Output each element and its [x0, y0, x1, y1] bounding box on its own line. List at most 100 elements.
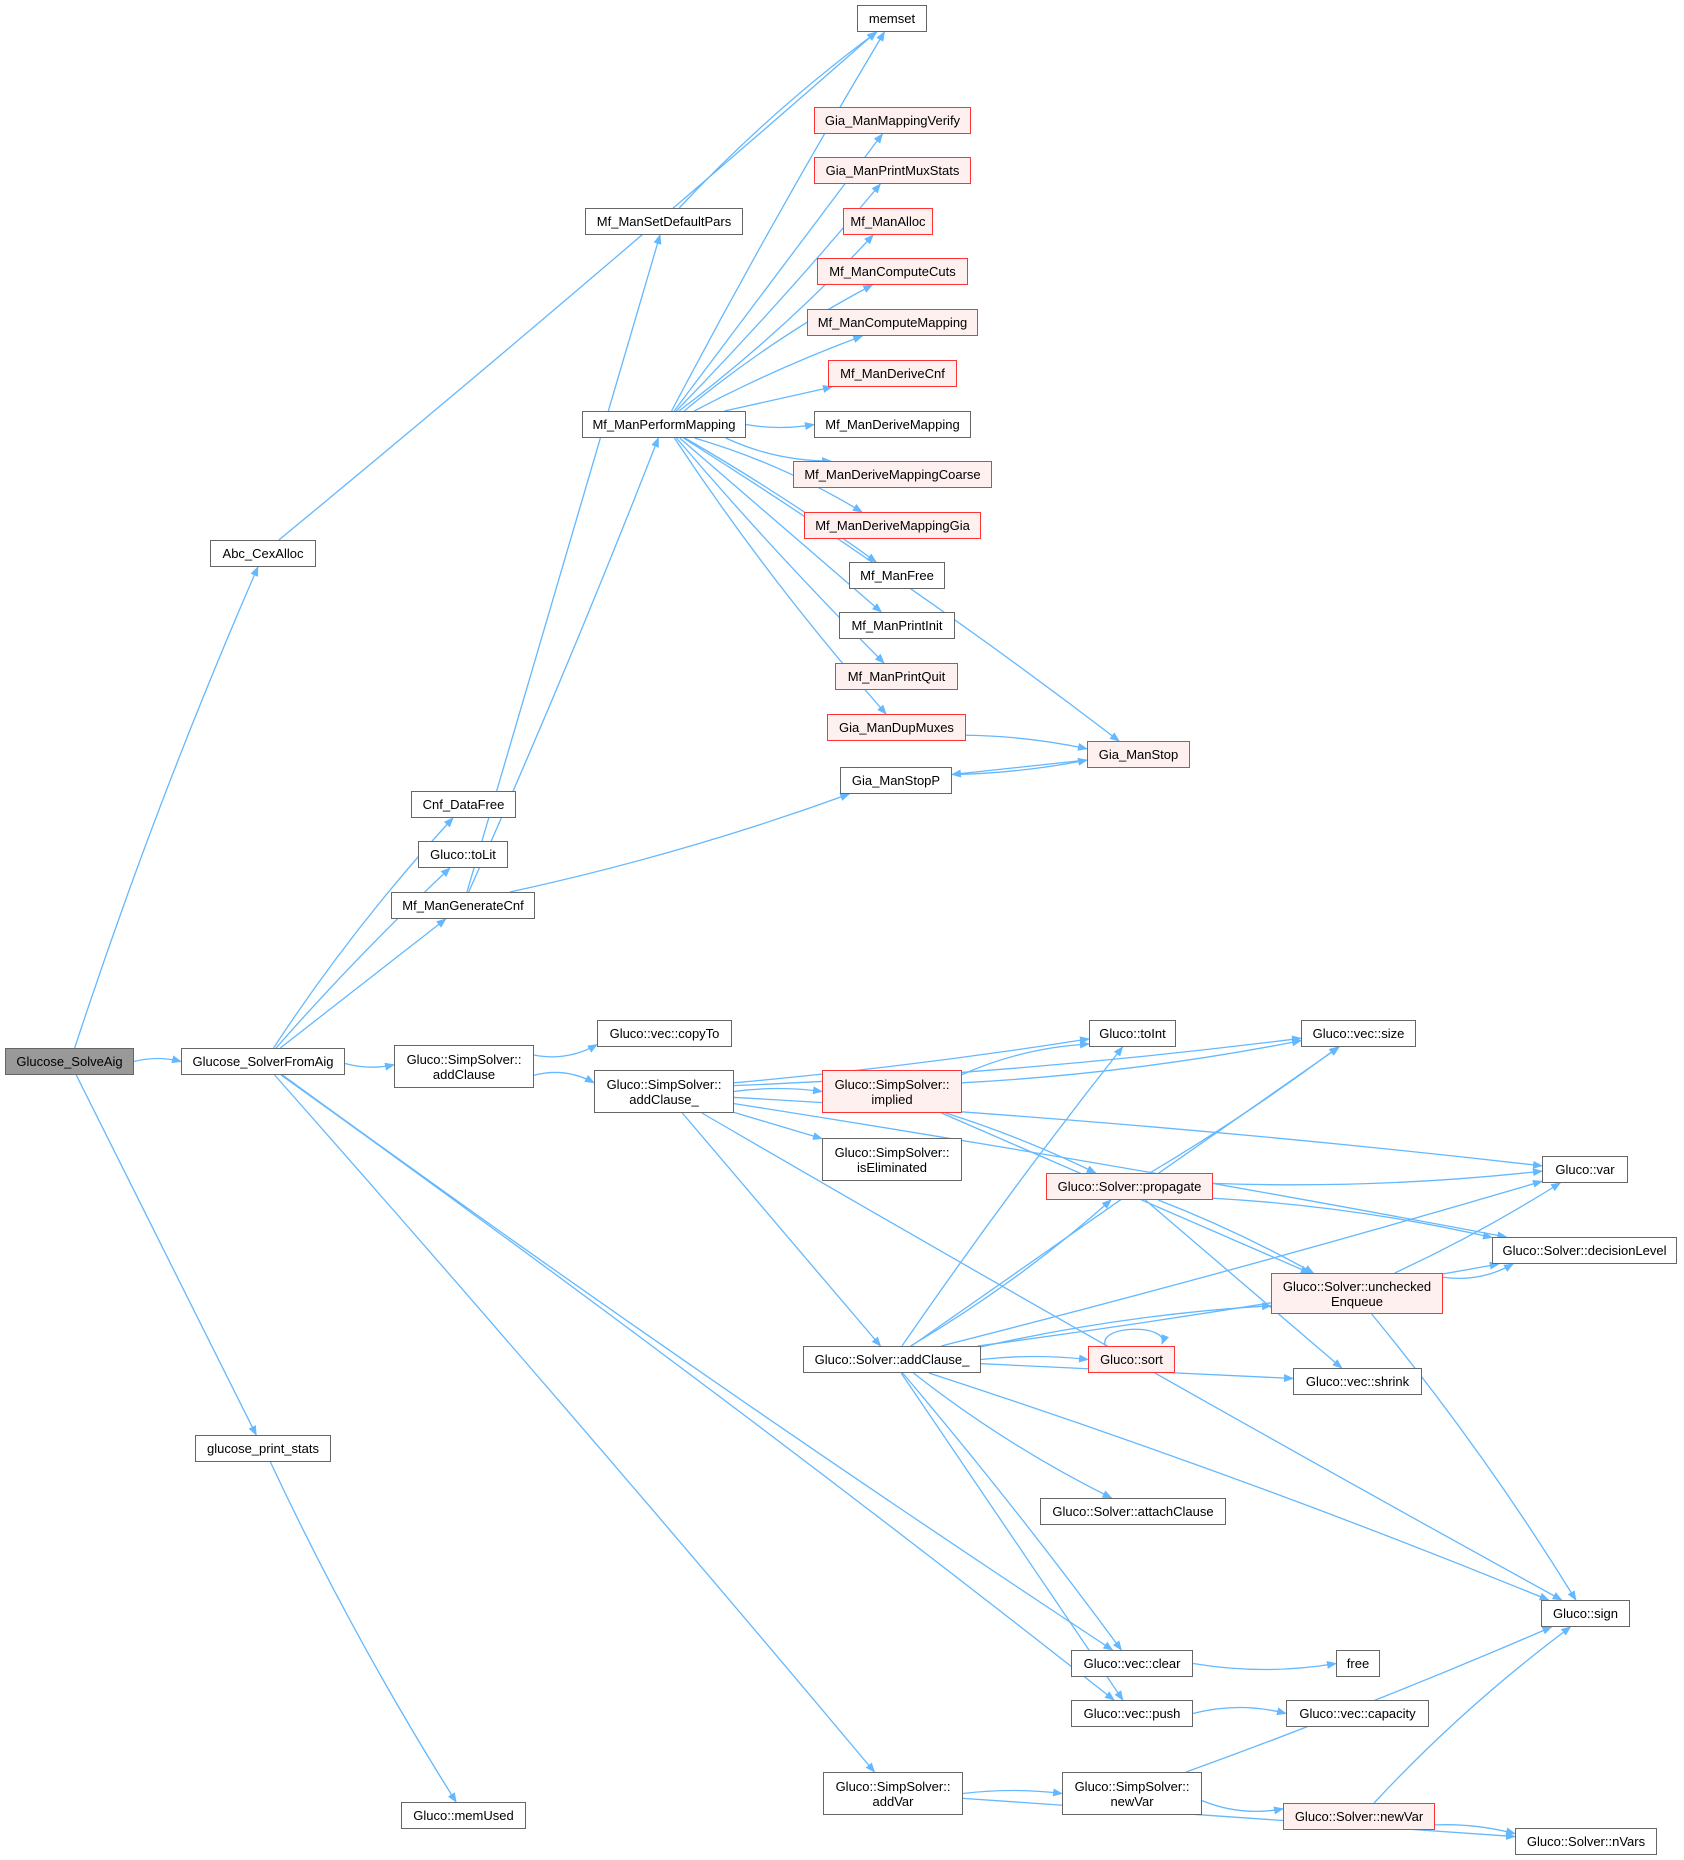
node-solver-uncheckedenqueue[interactable]: Gluco::Solver::unchecked Enqueue: [1271, 1273, 1443, 1314]
node-mf-manprintinit[interactable]: Mf_ManPrintInit: [839, 612, 955, 639]
edge-solverFromAig-to-generateCnf: [279, 918, 447, 1049]
edge-solverFromAig-to-vecPush: [280, 1074, 1115, 1701]
edge-simpAddClause_-to-toInt: [733, 1036, 1090, 1084]
node-gia-manprintmuxstats[interactable]: Gia_ManPrintMuxStats: [814, 157, 971, 184]
edge-simpAddClause-to-copyTo: [533, 1044, 598, 1058]
node-gluco-vec-copyto[interactable]: Gluco::vec::copyTo: [597, 1020, 732, 1047]
node-solver-nvars[interactable]: Gluco::Solver::nVars: [1515, 1828, 1657, 1855]
node-mf-mancomputemapping[interactable]: Mf_ManComputeMapping: [807, 309, 978, 336]
node-simpsolver-iseliminated[interactable]: Gluco::SimpSolver:: isEliminated: [822, 1138, 962, 1181]
edge-propagate-to-decisionLevel: [1212, 1197, 1493, 1240]
edge-solverAddClause_-to-propagate: [910, 1199, 1112, 1347]
edge-solverFromAig-to-vecClear: [282, 1074, 1114, 1651]
edge-solverNewVar-to-sign: [1373, 1626, 1572, 1804]
edge-solveAig-to-cexAlloc: [74, 566, 259, 1049]
node-mf-manalloc[interactable]: Mf_ManAlloc: [843, 208, 933, 235]
edge-simpAddClause_-to-vecSize: [733, 1035, 1302, 1087]
edge-solverFromAig-to-simpAddClause: [344, 1062, 395, 1071]
edge-solverAddClause_-to-vecClear: [902, 1372, 1122, 1651]
edge-performMapping-to-computeMapping: [693, 335, 864, 412]
edge-solverAddClause_-to-sign: [928, 1372, 1550, 1601]
node-gluco-toint[interactable]: Gluco::toInt: [1089, 1020, 1176, 1047]
edge-uncheckedEnqueue-to-var: [1394, 1182, 1562, 1274]
edge-uncheckedEnqueue-to-sign: [1371, 1313, 1577, 1601]
edge-solverAddClause_-to-toInt: [901, 1046, 1124, 1347]
node-gluco-vec-size[interactable]: Gluco::vec::size: [1301, 1020, 1416, 1047]
node-gluco-vec-shrink[interactable]: Gluco::vec::shrink: [1293, 1368, 1422, 1395]
edge-implied-to-propagate: [945, 1112, 1097, 1174]
edge-cexAlloc-to-memset: [278, 31, 877, 541]
node-gia-mandupmuxes[interactable]: Gia_ManDupMuxes: [827, 714, 966, 741]
node-free[interactable]: free: [1336, 1650, 1380, 1677]
edge-solverFromAig-to-addVar: [274, 1074, 876, 1773]
node-mf-manperformmapping[interactable]: Mf_ManPerformMapping: [582, 411, 746, 438]
node-gluco-sign[interactable]: Gluco::sign: [1541, 1600, 1630, 1627]
edge-propagate-to-uncheckedEnqueue: [1157, 1199, 1315, 1274]
edge-performMapping-to-computeCuts: [683, 284, 874, 412]
edge-propagate-to-var: [1212, 1168, 1543, 1186]
edge-solverFromAig-to-toLit: [275, 867, 451, 1049]
edge-propagate-to-vecSize: [1149, 1046, 1340, 1174]
node-solver-propagate[interactable]: Gluco::Solver::propagate: [1046, 1173, 1213, 1200]
node-abc-cexalloc[interactable]: Abc_CexAlloc: [210, 540, 316, 567]
edge-solverAddClause_-to-uncheckedEnqueue: [980, 1302, 1272, 1348]
node-gia-manstop[interactable]: Gia_ManStop: [1087, 741, 1190, 768]
edge-generateCnf-to-performMapping: [468, 437, 659, 893]
node-mf-manderivecnf[interactable]: Mf_ManDeriveCnf: [828, 360, 957, 387]
edge-solverAddClause_-to-attachClause: [913, 1372, 1113, 1499]
node-memset[interactable]: memset: [857, 5, 927, 32]
node-gluco-vec-capacity[interactable]: Gluco::vec::capacity: [1286, 1700, 1429, 1727]
edge-sort-to-sort: [1104, 1328, 1169, 1347]
node-mf-manprintquit[interactable]: Mf_ManPrintQuit: [835, 663, 958, 690]
node-mf-manderivemappingcoarse[interactable]: Mf_ManDeriveMappingCoarse: [793, 461, 992, 488]
node-mf-manderivemappinggia[interactable]: Mf_ManDeriveMappingGia: [804, 512, 981, 539]
edge-manStopP-to-manStop: [951, 757, 1088, 776]
edge-simpAddClause-to-simpAddClause_: [533, 1071, 595, 1084]
node-mf-mansetdefaultpars[interactable]: Mf_ManSetDefaultPars: [585, 208, 743, 235]
node-gluco-memused[interactable]: Gluco::memUsed: [401, 1802, 526, 1829]
edge-performMapping-to-deriveMappingCoarse: [725, 437, 832, 466]
node-glucose-print-stats[interactable]: glucose_print_stats: [195, 1435, 331, 1462]
edge-simpAddClause_-to-decisionLevel: [733, 1102, 1508, 1240]
node-mf-manfree[interactable]: Mf_ManFree: [849, 562, 945, 589]
node-mf-mancomputecuts[interactable]: Mf_ManComputeCuts: [817, 258, 968, 285]
node-gluco-vec-push[interactable]: Gluco::vec::push: [1071, 1700, 1193, 1727]
edge-solverAddClause_-to-sort: [980, 1354, 1089, 1363]
node-solver-addclause-underscore[interactable]: Gluco::Solver::addClause_: [803, 1346, 981, 1373]
edge-dupMuxes-to-manStop: [965, 734, 1088, 751]
node-mf-manderivemapping[interactable]: Mf_ManDeriveMapping: [814, 411, 971, 438]
edge-simpAddClause_-to-isEliminated: [733, 1111, 823, 1140]
edge-manStop-to-manStopP: [951, 759, 1088, 778]
edge-solveAig-to-printStats: [75, 1074, 257, 1436]
edge-simpAddClause_-to-implied: [733, 1086, 823, 1095]
node-glucose-solverfromaig[interactable]: Glucose_SolverFromAig: [181, 1048, 345, 1075]
node-simpsolver-addvar[interactable]: Gluco::SimpSolver:: addVar: [823, 1772, 963, 1815]
node-simpsolver-implied[interactable]: Gluco::SimpSolver:: implied: [822, 1070, 962, 1113]
edge-performMapping-to-memset: [671, 31, 885, 412]
edge-solveAig-to-solverFromAig: [133, 1055, 182, 1064]
node-simpsolver-newvar[interactable]: Gluco::SimpSolver:: newVar: [1062, 1772, 1202, 1815]
edge-simpAddClause_-to-solverAddClause_: [681, 1112, 882, 1347]
node-glucose-solveaig[interactable]: Glucose_SolveAig: [5, 1048, 134, 1075]
node-gluco-vec-clear[interactable]: Gluco::vec::clear: [1071, 1650, 1193, 1677]
node-solver-newvar[interactable]: Gluco::Solver::newVar: [1283, 1803, 1435, 1830]
node-gia-manstopp[interactable]: Gia_ManStopP: [840, 767, 952, 794]
node-mf-mangeneratecnf[interactable]: Mf_ManGenerateCnf: [391, 892, 535, 919]
node-gluco-var[interactable]: Gluco::var: [1542, 1156, 1628, 1183]
node-gia-manmappingverify[interactable]: Gia_ManMappingVerify: [814, 107, 971, 134]
node-gluco-sort[interactable]: Gluco::sort: [1088, 1346, 1175, 1373]
node-simpsolver-addclause[interactable]: Gluco::SimpSolver:: addClause: [394, 1045, 534, 1088]
edge-performMapping-to-manFree: [684, 437, 877, 563]
edge-generateCnf-to-manStopP: [509, 793, 851, 893]
node-gluco-tolit[interactable]: Gluco::toLit: [418, 841, 508, 868]
edge-performMapping-to-deriveCnf: [724, 385, 833, 412]
edge-solverNewVar-to-nVars: [1434, 1824, 1516, 1836]
edge-vecPush-to-capacity: [1192, 1706, 1287, 1716]
node-cnf-datafree[interactable]: Cnf_DataFree: [411, 791, 516, 818]
edge-vecClear-to-free: [1192, 1661, 1337, 1671]
node-solver-decisionlevel[interactable]: Gluco::Solver::decisionLevel: [1492, 1237, 1677, 1264]
node-solver-attachclause[interactable]: Gluco::Solver::attachClause: [1040, 1498, 1226, 1525]
edge-printStats-to-memUsed: [269, 1461, 457, 1803]
node-simpsolver-addclause-underscore[interactable]: Gluco::SimpSolver:: addClause_: [594, 1070, 734, 1113]
